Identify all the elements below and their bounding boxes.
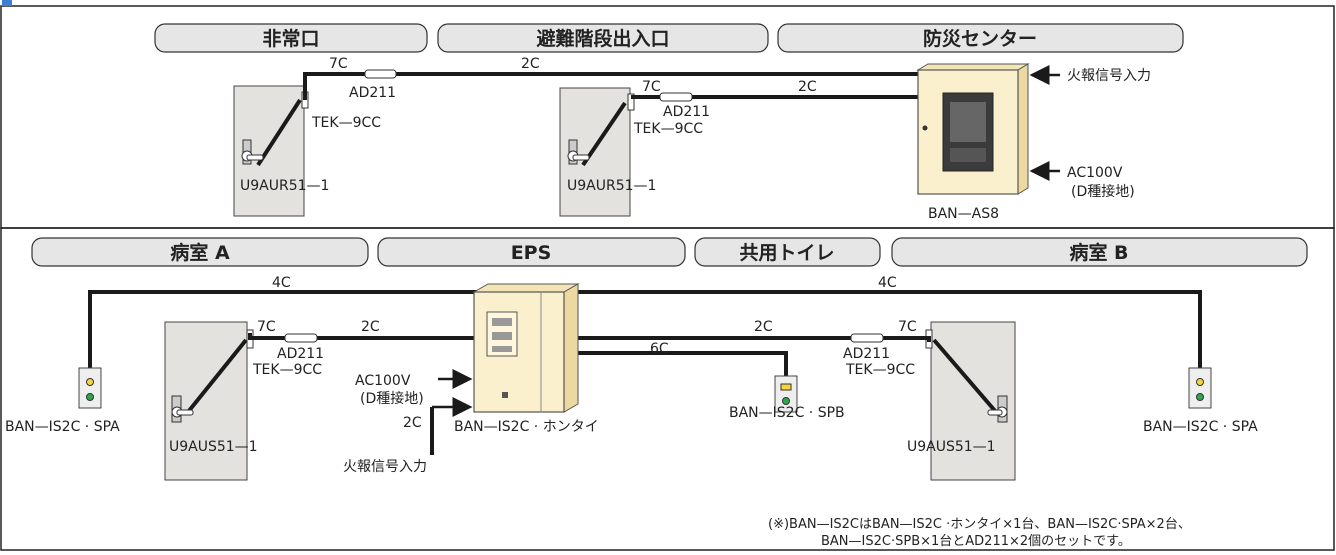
label-7c-l: 7C	[257, 319, 276, 335]
pill-eps: EPS	[377, 237, 686, 267]
spa-unit-right	[1188, 367, 1212, 409]
pill-shared-toilet: 共用トイレ	[694, 237, 881, 267]
label-u9-a: U9AUR51—1	[240, 178, 329, 194]
label-u9-l: U9AUS51—1	[169, 439, 258, 455]
label-2c-a: 2C	[521, 56, 540, 72]
door-evacuation-stairs	[559, 87, 635, 217]
door-ward-b	[925, 321, 1016, 481]
spb-unit	[774, 375, 798, 413]
svg-text:防災センター: 防災センター	[923, 27, 1037, 50]
label-ground-bottom: (D種接地)	[360, 390, 424, 407]
label-6c: 6C	[650, 341, 669, 357]
label-ac100v-bottom: AC100V	[355, 373, 411, 389]
svg-text:共用トイレ: 共用トイレ	[739, 242, 834, 264]
pill-ward-b: 病室 B	[891, 237, 1308, 267]
ad211-connector-3	[284, 333, 318, 343]
label-spa-right: BAN—IS2C · SPA	[1143, 419, 1258, 435]
label-ad211-l: AD211	[277, 346, 324, 362]
label-tek-b: TEK—9CC	[633, 121, 703, 137]
svg-text:病室 A: 病室 A	[170, 241, 230, 264]
label-2c-r: 2C	[754, 319, 773, 335]
svg-text:避難階段出入口: 避難階段出入口	[536, 27, 669, 50]
pill-disaster-center: 防災センター	[777, 23, 1184, 53]
label-u9-b: U9AUR51—1	[567, 178, 656, 194]
ban-as8-cabinet	[916, 63, 1030, 195]
ad211-connector-4	[850, 333, 884, 343]
label-2c-input: 2C	[403, 415, 422, 431]
ban-is2c-main-unit	[472, 283, 580, 413]
label-main-unit: BAN—IS2C · ホンタイ	[454, 419, 599, 435]
door-ward-a	[164, 321, 254, 481]
pill-emergency-exit: 非常口	[154, 23, 428, 53]
pill-evacuation-stairs: 避難階段出入口	[437, 23, 769, 53]
ad211-connector-2	[659, 92, 693, 102]
top-arrows	[1029, 65, 1060, 181]
label-ban-as8: BAN—AS8	[928, 206, 999, 222]
label-7c-a: 7C	[329, 56, 348, 72]
label-4c-left: 4C	[272, 275, 291, 291]
header-marker-icon	[2, 0, 12, 6]
bottom-section-frame	[0, 227, 1335, 551]
label-7c-b: 7C	[642, 79, 661, 95]
label-tek-r: TEK—9CC	[845, 362, 915, 378]
label-2c-b: 2C	[798, 79, 817, 95]
footnote-line-1: (※)BAN—IS2CはBAN—IS2C ·ホンタイ×1台、BAN—IS2C·S…	[768, 517, 1191, 532]
bottom-arrows	[432, 369, 473, 417]
label-ground-top: (D種接地)	[1071, 183, 1135, 200]
ad211-connector-1	[364, 69, 397, 79]
label-2c-l: 2C	[361, 319, 380, 335]
bottom-wiring	[88, 290, 1202, 455]
svg-text:病室 B: 病室 B	[1069, 241, 1128, 264]
top-wiring	[303, 72, 918, 100]
label-7c-r: 7C	[898, 319, 917, 335]
label-ac100v-top: AC100V	[1067, 165, 1123, 181]
label-ad211-a: AD211	[349, 85, 396, 101]
label-fire-signal-top: 火報信号入力	[1067, 68, 1151, 84]
label-tek-a: TEK—9CC	[311, 115, 381, 131]
label-spb: BAN—IS2C · SPB	[729, 405, 845, 421]
svg-text:EPS: EPS	[511, 242, 552, 264]
door-emergency-exit	[233, 85, 309, 217]
label-ad211-r: AD211	[843, 346, 890, 362]
footnote-line-2: BAN—IS2C·SPB×1台とAD211×2個のセットです。	[821, 534, 1131, 549]
label-4c-right: 4C	[878, 275, 897, 291]
label-ad211-b: AD211	[663, 104, 710, 120]
spa-unit-left	[78, 367, 102, 409]
svg-text:非常口: 非常口	[262, 27, 319, 50]
label-tek-l: TEK—9CC	[252, 362, 322, 378]
label-spa-left: BAN—IS2C · SPA	[5, 419, 120, 435]
label-u9-r: U9AUS51—1	[907, 439, 996, 455]
label-fire-signal-bottom: 火報信号入力	[343, 459, 427, 475]
pill-ward-a: 病室 A	[31, 237, 369, 267]
